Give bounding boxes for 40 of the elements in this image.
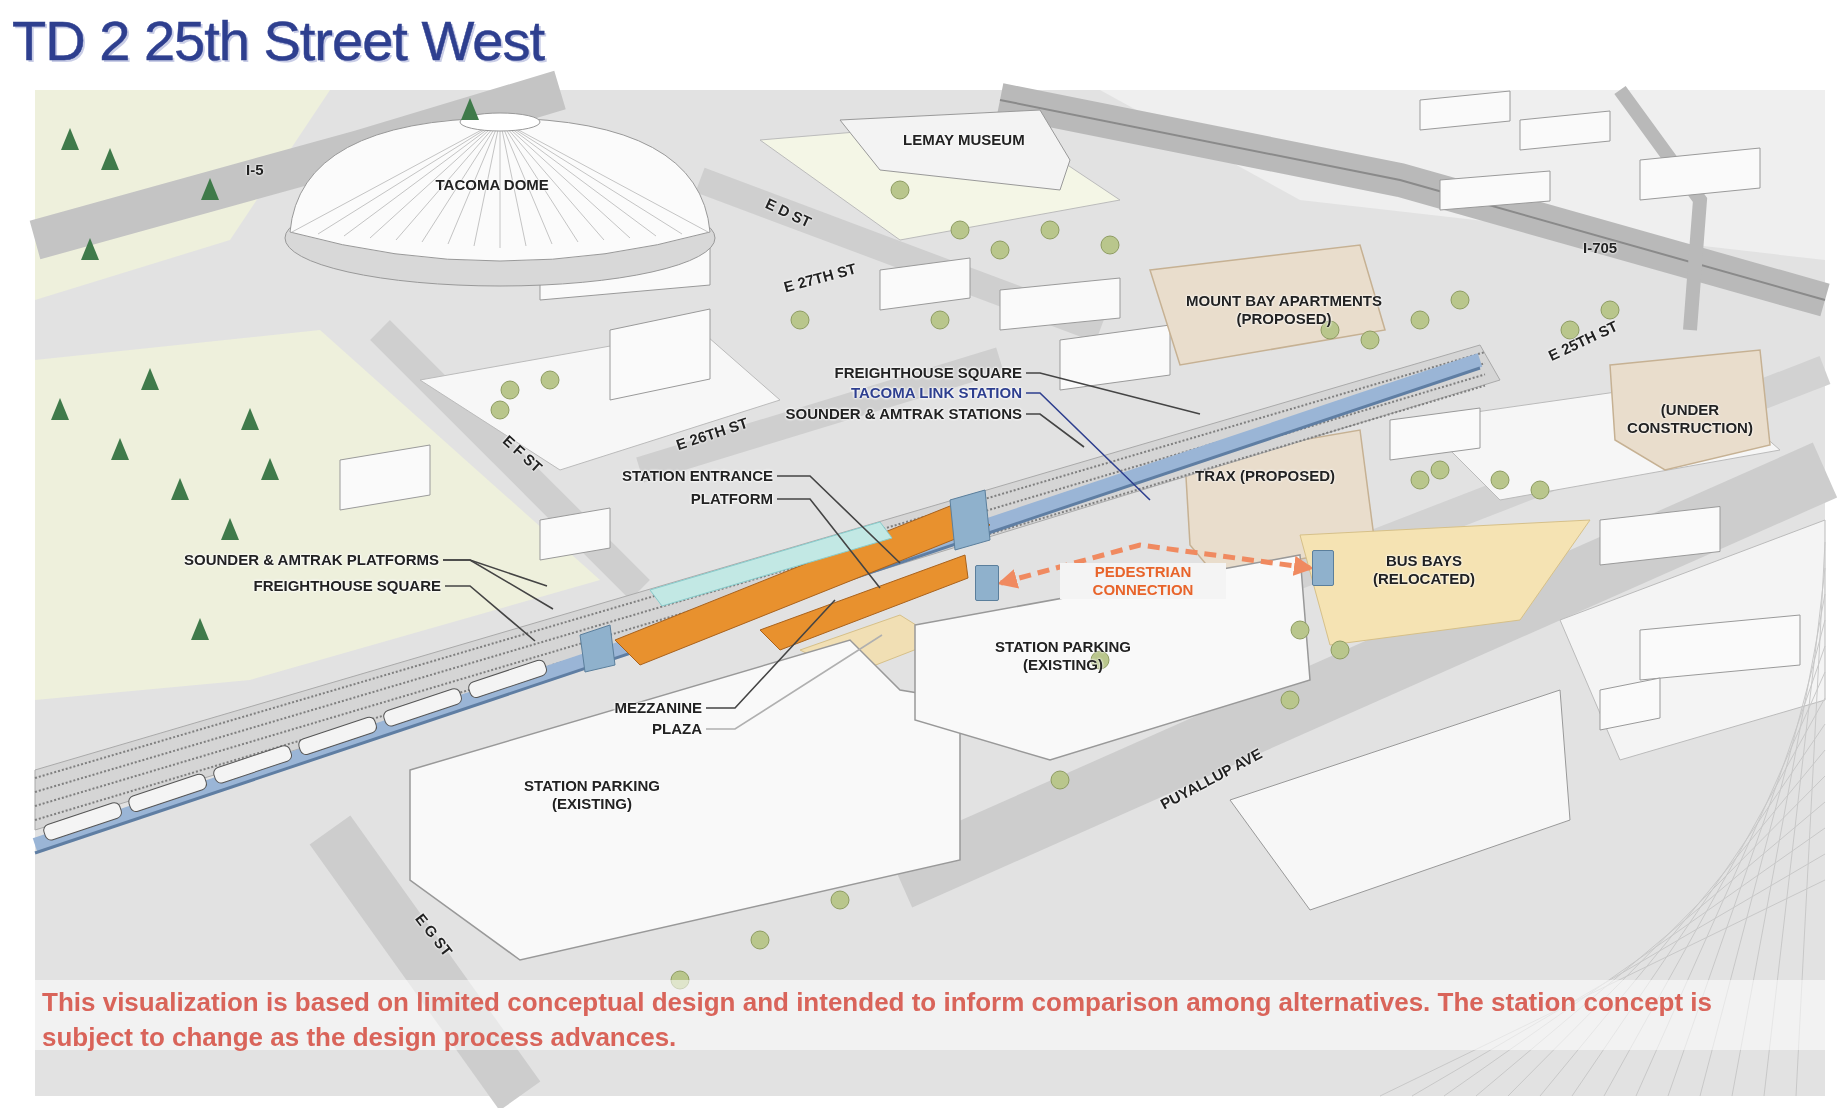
place-label: BUS BAYS (RELOCATED) (1371, 552, 1477, 588)
place-label: STATION PARKING (EXISTING) (523, 777, 661, 813)
place-label: (UNDER CONSTRUCTION) (1626, 401, 1754, 437)
street-label: E 27TH ST (781, 259, 859, 297)
callout-label: SOUNDER & AMTRAK STATIONS (785, 405, 1022, 423)
street-label: E 26TH ST (674, 414, 751, 454)
disclaimer-note: This visualization is based on limited conceptual design and intended to inform comparison among alternatives. The station concept is subject to change as the design process advances. (42, 986, 1714, 1054)
place-label: LEMAY MUSEUM (903, 131, 1025, 149)
leader-line (705, 599, 836, 709)
street-label: E 25TH ST (1545, 317, 1621, 365)
elevator-tower (975, 565, 999, 601)
leader-line (1025, 372, 1201, 415)
place-label: TACOMA DOME (435, 176, 549, 194)
callout-label: FREIGHTHOUSE SQUARE (253, 577, 441, 595)
street-label: E D ST (762, 194, 814, 232)
callout-label: MEZZANINE (614, 699, 702, 717)
leader-line (776, 498, 881, 589)
elevator-tower (1312, 550, 1334, 586)
leader-line (1025, 392, 1151, 501)
place-label: I-705 (1583, 239, 1618, 257)
street-label: E G ST (410, 910, 456, 960)
leader-line (1025, 413, 1085, 448)
place-label: STATION PARKING (EXISTING) (994, 638, 1132, 674)
leader-line (776, 475, 901, 564)
edge-label: PEDESTRIAN CONNECTION (1060, 563, 1226, 599)
leader-line (705, 634, 883, 730)
leader-line (444, 585, 536, 642)
street-label: E F ST (498, 431, 546, 477)
title: TD 2 25th Street West (12, 8, 544, 73)
callout-label: FREIGHTHOUSE SQUARE (834, 364, 1022, 382)
callout-label: STATION ENTRANCE (621, 467, 773, 485)
callout-label: PLAZA (652, 720, 702, 738)
callout-label: TACOMA LINK STATION (850, 384, 1022, 402)
leader-line (442, 559, 554, 610)
place-label: MOUNT BAY APARTMENTS (PROPOSED) (1185, 292, 1383, 328)
place-label: I-5 (246, 161, 264, 179)
callout-label: SOUNDER & AMTRAK PLATFORMS (184, 551, 439, 569)
place-label: TRAX (PROPOSED) (1195, 467, 1335, 485)
callout-label: PLATFORM (690, 490, 773, 508)
arrow (997, 542, 1314, 589)
